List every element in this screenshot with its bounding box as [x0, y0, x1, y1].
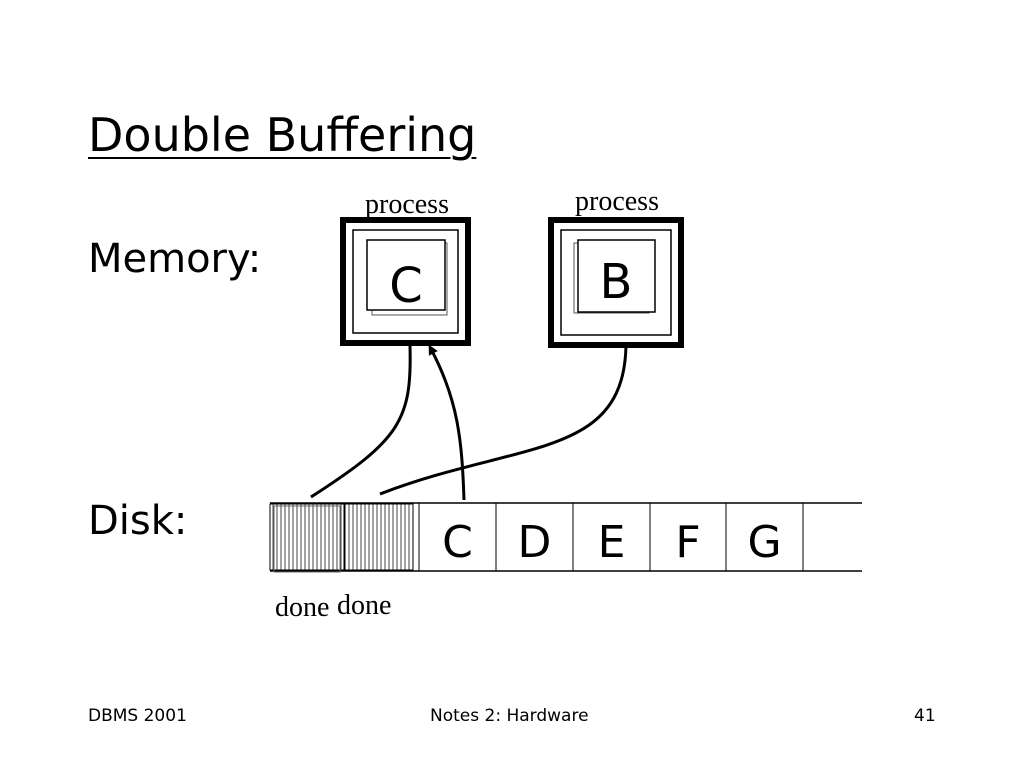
- buffer-1-process-label: process: [365, 189, 449, 220]
- disk-block-g: G: [747, 517, 781, 568]
- memory-buffer-1: C: [340, 217, 471, 346]
- disk-block-d: D: [518, 517, 552, 568]
- buffer-2-process-label: process: [575, 186, 659, 217]
- footer-center: Notes 2: Hardware: [430, 706, 589, 726]
- arrow-buffer2-to-done2: [379, 341, 628, 496]
- arrow-buffer1-to-done1: [310, 345, 412, 499]
- done-label-2: done: [337, 590, 391, 621]
- disk-done-block-1: [269, 503, 345, 571]
- footer-page-number: 41: [914, 706, 936, 726]
- footer-left: DBMS 2001: [88, 706, 187, 726]
- memory-buffer-2: B: [548, 217, 684, 348]
- slide-title: Double Buffering: [88, 108, 477, 162]
- buffer-2-block: B: [600, 254, 633, 310]
- buffer-1-block: C: [389, 258, 423, 314]
- disk-done-block-2: [344, 503, 414, 571]
- disk-label: Disk:: [88, 498, 188, 544]
- arrow-diskC-to-buffer1: [428, 344, 466, 501]
- disk-block-e: E: [598, 517, 626, 568]
- done-label-1: done: [275, 592, 329, 623]
- memory-label: Memory:: [88, 236, 262, 282]
- disk-block-c: C: [442, 517, 473, 568]
- disk-block-f: F: [675, 517, 700, 568]
- disk-done-block-1-shadow: [273, 505, 341, 573]
